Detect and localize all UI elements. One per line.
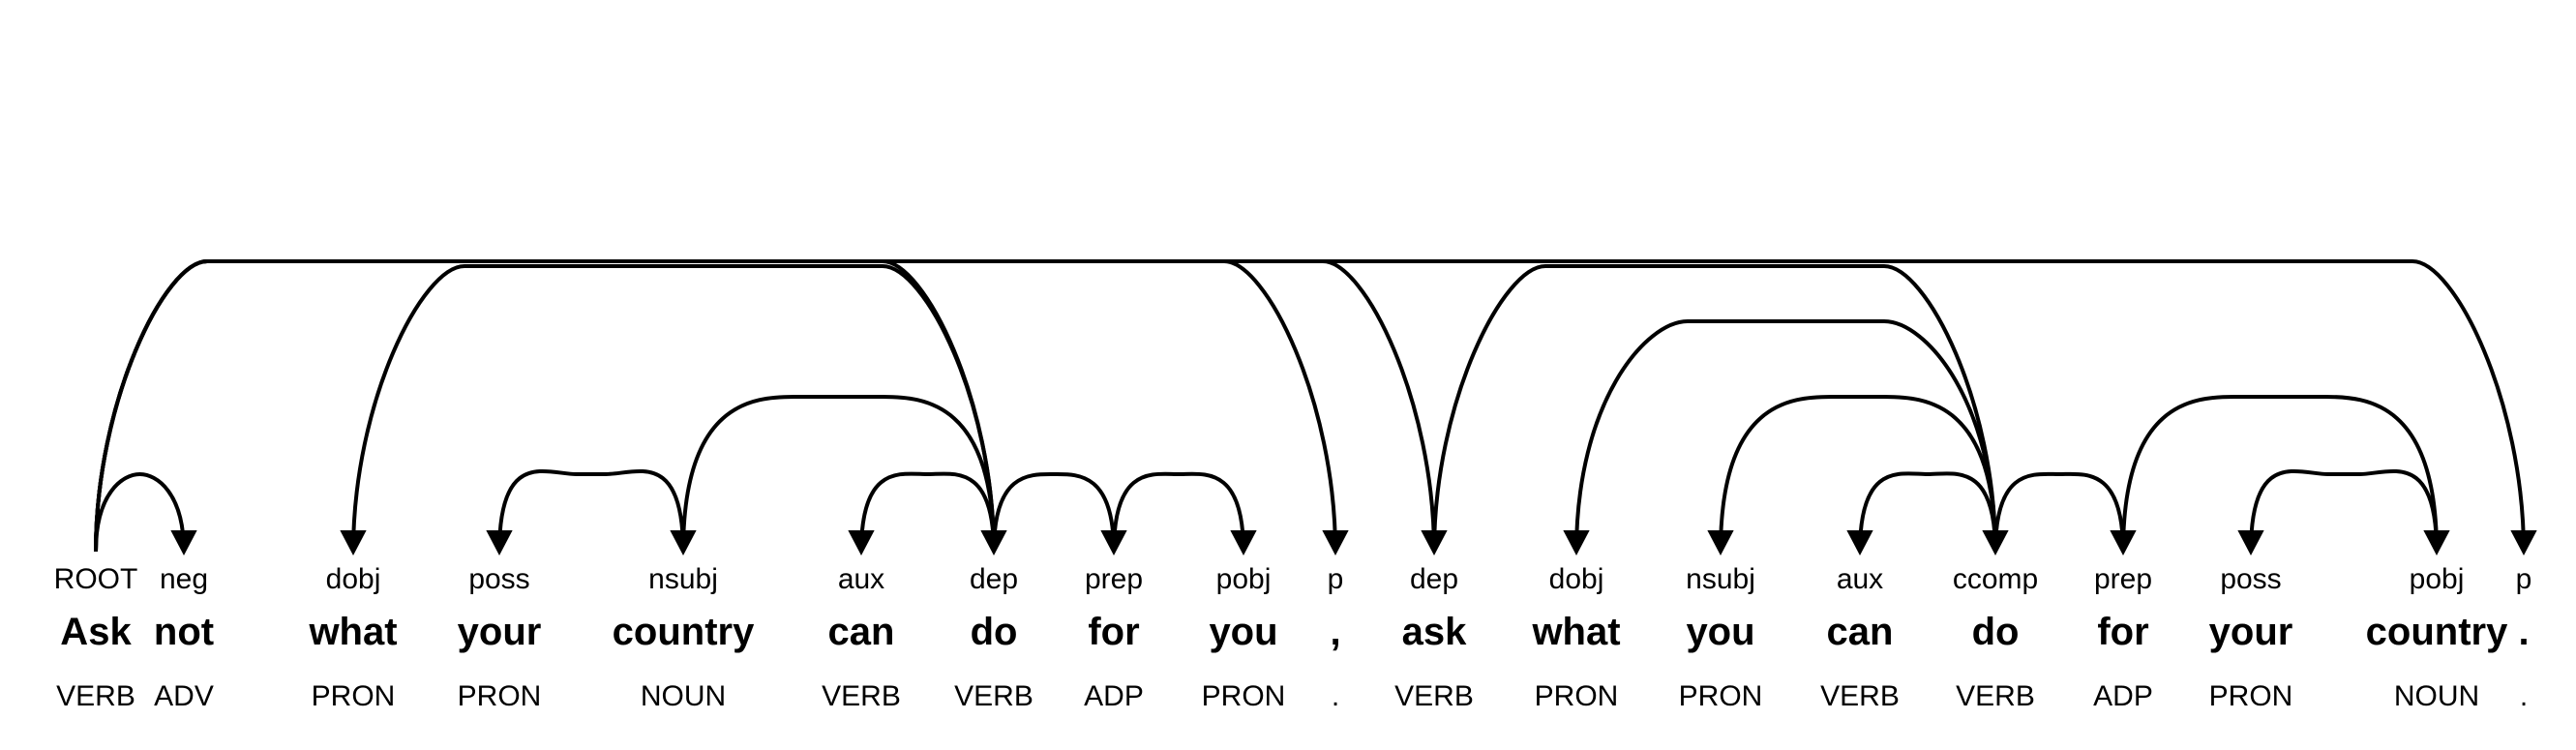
pos-tag: .: [1331, 680, 1340, 712]
pos-tag: VERB: [822, 680, 901, 712]
token-word[interactable]: do: [970, 611, 1018, 653]
dep-label: nsubj: [1686, 563, 1755, 595]
token-word[interactable]: what: [309, 611, 398, 653]
token-word[interactable]: do: [1971, 611, 2020, 653]
token-word[interactable]: you: [1686, 611, 1755, 653]
dependency-arc: [1719, 395, 1997, 553]
arc-arrowhead: [2423, 530, 2450, 555]
token-word[interactable]: .: [2518, 611, 2530, 653]
dep-label: poss: [2220, 563, 2282, 595]
dependency-arc: [94, 259, 1337, 553]
dependency-arc: [94, 471, 186, 553]
dep-label: aux: [1836, 563, 1884, 595]
arc-arrowhead: [486, 530, 513, 555]
token-word[interactable]: your: [457, 611, 542, 653]
dep-label: nsubj: [648, 563, 718, 595]
pos-tag: ADP: [1084, 680, 1144, 712]
pos-tag: NOUN: [2393, 680, 2480, 712]
token-word[interactable]: country: [2365, 611, 2508, 653]
dependency-arc: [351, 264, 996, 553]
dep-label: dobj: [325, 563, 381, 595]
arc-arrowhead: [1563, 530, 1590, 555]
dependency-arc: [94, 259, 996, 553]
arc-arrowhead: [1230, 530, 1257, 555]
pos-tag: PRON: [457, 680, 542, 712]
arc-arrowhead: [2237, 530, 2264, 555]
token-word[interactable]: Ask: [60, 611, 132, 653]
arc-arrowhead: [340, 530, 367, 555]
dep-label: ccomp: [1952, 563, 2039, 595]
dependency-arc: [497, 468, 685, 553]
pos-tag: VERB: [1956, 680, 2035, 712]
arc-arrowhead: [1322, 530, 1349, 555]
pos-tag: VERB: [1394, 680, 1474, 712]
arc-arrowhead: [848, 530, 875, 555]
dependency-arc: [859, 471, 996, 553]
dep-label: prep: [2093, 563, 2153, 595]
pos-tag: PRON: [311, 680, 396, 712]
dep-label: p: [2515, 563, 2532, 595]
dependency-arc: [992, 471, 1116, 553]
token-word[interactable]: for: [2097, 611, 2149, 653]
pos-tag: NOUN: [640, 680, 727, 712]
dep-label: prep: [1084, 563, 1144, 595]
arc-arrowhead: [170, 530, 197, 555]
dependency-arc: [1112, 471, 1245, 553]
token-word[interactable]: your: [2208, 611, 2293, 653]
pos-tag: PRON: [1534, 680, 1619, 712]
pos-tag: ADP: [2093, 680, 2153, 712]
dependency-arc: [1858, 471, 1997, 553]
token-word[interactable]: not: [153, 611, 215, 653]
dependency-arc: [94, 259, 2526, 553]
pos-tag: PRON: [1201, 680, 1286, 712]
arc-arrowhead: [1707, 530, 1734, 555]
token-word[interactable]: country: [612, 611, 755, 653]
dep-label: aux: [837, 563, 885, 595]
pos-tag: PRON: [2208, 680, 2293, 712]
pos-tag: .: [2519, 680, 2529, 712]
dep-label: ROOT: [53, 563, 138, 595]
token-word[interactable]: you: [1209, 611, 1278, 653]
token-word[interactable]: ,: [1330, 611, 1341, 653]
dep-label: poss: [468, 563, 530, 595]
dependency-arc: [1432, 264, 1997, 553]
dep-label: p: [1327, 563, 1344, 595]
dep-label: pobj: [2409, 563, 2465, 595]
dep-label: dep: [1409, 563, 1459, 595]
token-word[interactable]: ask: [1401, 611, 1467, 653]
arc-arrowhead: [2510, 530, 2537, 555]
pos-tag: ADV: [154, 680, 214, 712]
dependency-arc: [1574, 319, 1997, 553]
dependency-arc: [1993, 471, 2125, 553]
token-word[interactable]: what: [1532, 611, 1621, 653]
dependency-arc: [94, 259, 1436, 553]
pos-tag: PRON: [1678, 680, 1763, 712]
token-word[interactable]: for: [1088, 611, 1140, 653]
dep-label: dep: [969, 563, 1019, 595]
dep-label: pobj: [1215, 563, 1272, 595]
arc-arrowhead: [1846, 530, 1873, 555]
dependency-arc: [681, 395, 996, 553]
pos-tag: VERB: [1820, 680, 1900, 712]
dependency-arc: [2121, 395, 2439, 553]
dep-label: dobj: [1548, 563, 1604, 595]
pos-tag: VERB: [954, 680, 1033, 712]
arc-arrowhead: [670, 530, 697, 555]
token-word[interactable]: can: [1826, 611, 1894, 653]
token-word[interactable]: can: [827, 611, 895, 653]
dependency-arc: [2249, 468, 2439, 553]
dep-label: neg: [159, 563, 209, 595]
pos-tag: VERB: [56, 680, 135, 712]
